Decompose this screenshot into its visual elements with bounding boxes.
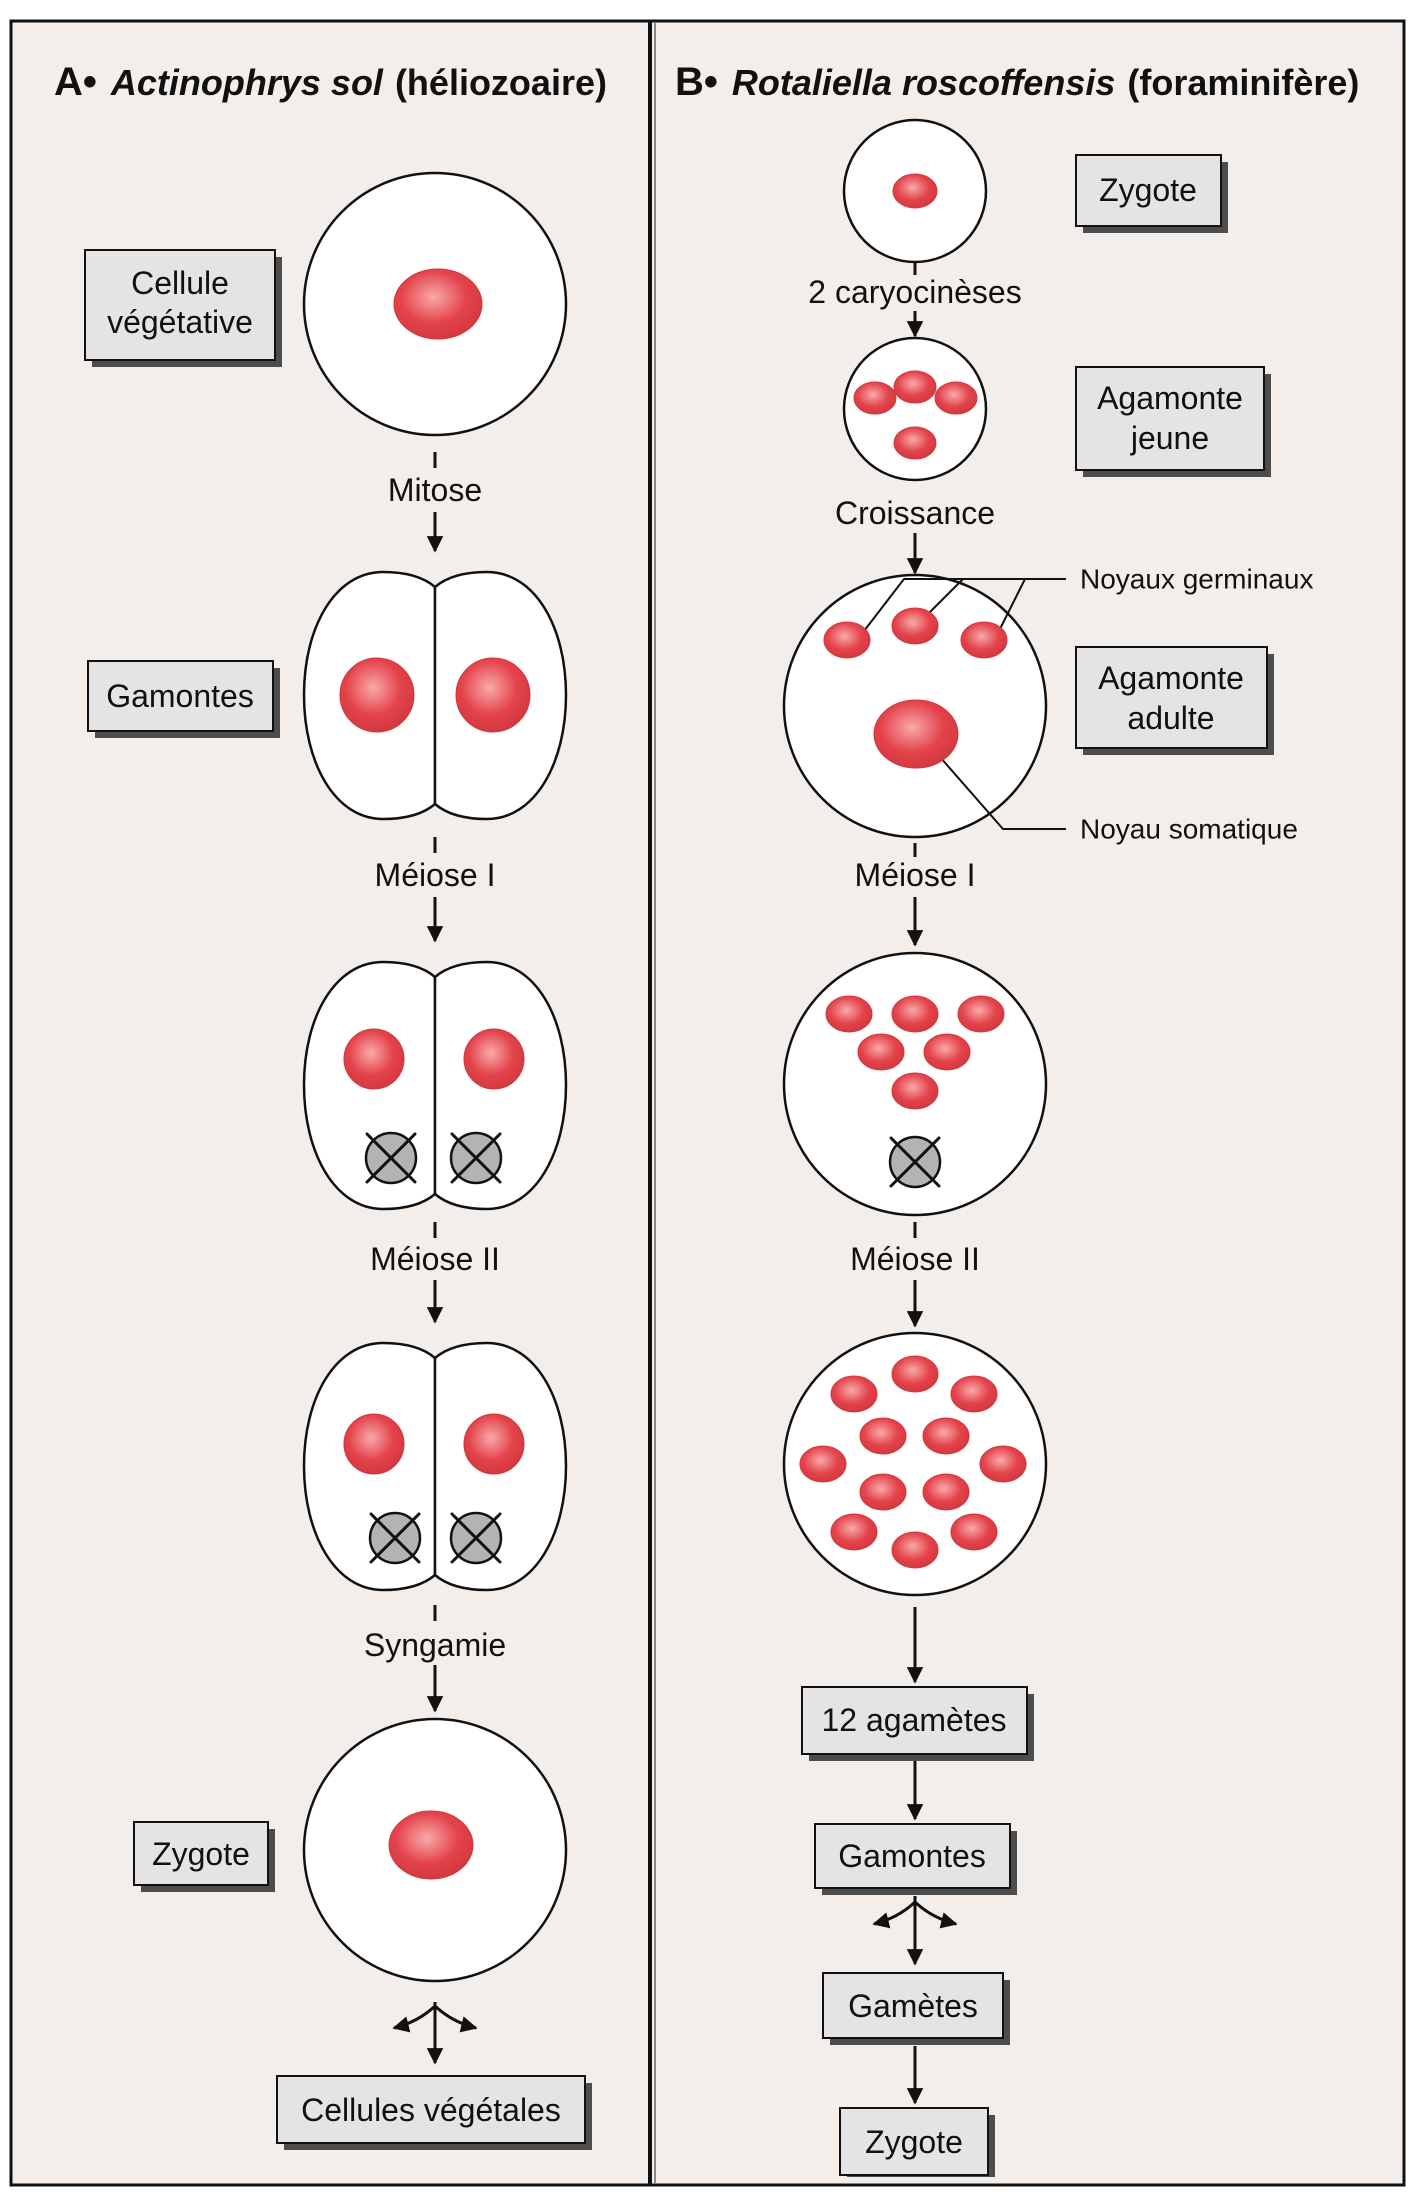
nucleus xyxy=(857,1033,905,1071)
degenerating-nucleus xyxy=(888,1135,942,1189)
nucleus xyxy=(830,1513,878,1551)
label-box-vegetative-cell xyxy=(84,249,276,361)
step-karyokineses: 2 caryocinèses xyxy=(808,274,1021,310)
label-box-zygote xyxy=(133,1821,269,1886)
step-meiosis-1: Méiose I xyxy=(855,857,976,893)
label-adult-agamont-line2: adulte xyxy=(1127,700,1214,736)
arrow-branch-right xyxy=(913,1900,958,1929)
panel-a-species: Actinophrys sol xyxy=(110,62,384,103)
nucleus xyxy=(891,1355,939,1393)
nucleus xyxy=(891,1072,939,1110)
panel-b-title: B• Rotaliella roscoffensis (foraminifère) xyxy=(675,60,1359,104)
annotation-somatic-nucleus: Noyau somatique xyxy=(1080,814,1298,845)
degenerating-nucleus xyxy=(449,1511,503,1565)
nucleus xyxy=(343,1413,405,1475)
nucleus xyxy=(893,370,937,404)
label-final-zygote: Zygote xyxy=(865,2124,963,2160)
nucleus xyxy=(979,1445,1027,1483)
branching-arrow xyxy=(392,2002,478,2065)
panel-a-title: A• Actinophrys sol (héliozoaire) xyxy=(54,60,607,104)
panel-b: B•Rotaliella roscoffensis(foraminifère) … xyxy=(675,60,1359,2177)
nucleus xyxy=(825,995,873,1033)
label-box-gametes xyxy=(822,1972,1004,2039)
nucleus xyxy=(950,1513,998,1551)
step-meiosis-1: Méiose I xyxy=(375,857,496,893)
nucleus xyxy=(891,995,939,1033)
leader-line-somatic-nucleus xyxy=(939,756,1066,830)
label-box-adult-agamont xyxy=(1075,646,1268,749)
panel-a-group: (héliozoaire) xyxy=(395,62,607,103)
nucleus xyxy=(799,1445,847,1483)
label-vegetative-cell-line2: végétative xyxy=(107,304,253,340)
branching-arrow xyxy=(872,1896,958,1966)
step-syngamy: Syngamie xyxy=(364,1627,506,1663)
label-zygote: Zygote xyxy=(152,1836,250,1872)
label-vegetative-cells: Cellules végétales xyxy=(301,2092,561,2128)
step-meiosis-2: Méiose II xyxy=(850,1241,980,1277)
nucleus xyxy=(853,381,897,415)
step-growth: Croissance xyxy=(835,495,995,531)
nucleus xyxy=(388,1810,474,1880)
label-box-vegetative-cells xyxy=(276,2075,586,2144)
label-box-final-zygote xyxy=(839,2107,989,2176)
panel-b-species: Rotaliella roscoffensis xyxy=(732,62,1115,103)
arrow-branch-left xyxy=(392,2004,437,2033)
label-gamonts: Gamontes xyxy=(838,1838,986,1874)
germinal-nucleus xyxy=(960,621,1008,659)
step-mitosis: Mitose xyxy=(388,472,482,508)
label-agametes: 12 agamètes xyxy=(821,1702,1006,1738)
nucleus xyxy=(859,1417,907,1455)
degenerating-nucleus xyxy=(364,1131,418,1185)
label-adult-agamont-line1: Agamonte xyxy=(1098,660,1244,696)
nucleus xyxy=(893,426,937,460)
nucleus xyxy=(934,381,978,415)
nucleus xyxy=(892,173,938,209)
nucleus xyxy=(455,657,531,733)
label-young-agamont-line2: jeune xyxy=(1130,420,1209,456)
somatic-nucleus xyxy=(873,699,959,769)
nucleus xyxy=(922,1417,970,1455)
nucleus xyxy=(859,1473,907,1511)
label-gamonts: Gamontes xyxy=(106,678,254,714)
nucleus xyxy=(339,657,415,733)
arrow-branch-right xyxy=(433,2004,478,2033)
arrow-branch-left xyxy=(872,1900,917,1929)
leader-line-germinal-nuclei xyxy=(863,578,1066,636)
label-box-gamonts xyxy=(87,660,274,732)
label-box-young-agamont xyxy=(1075,366,1265,471)
label-young-agamont-line1: Agamonte xyxy=(1097,380,1243,416)
panel-b-group: (foraminifère) xyxy=(1127,62,1359,103)
nucleus xyxy=(891,1531,939,1569)
germinal-nucleus xyxy=(823,621,871,659)
degenerating-nucleus xyxy=(368,1511,422,1565)
nucleus xyxy=(393,268,483,340)
nucleus xyxy=(830,1375,878,1413)
label-box-gamonts xyxy=(814,1823,1011,1889)
annotation-germinal-nuclei: Noyaux germinaux xyxy=(1080,564,1313,595)
label-vegetative-cell-line1: Cellule xyxy=(131,265,229,301)
nucleus xyxy=(463,1413,525,1475)
label-zygote: Zygote xyxy=(1099,172,1197,208)
nucleus xyxy=(957,995,1005,1033)
step-meiosis-2: Méiose II xyxy=(370,1241,500,1277)
panel-b-letter: B• xyxy=(675,60,718,104)
nucleus xyxy=(463,1028,525,1090)
panel-a-letter: A• xyxy=(54,60,97,104)
label-box-agametes xyxy=(801,1686,1028,1755)
label-box-zygote xyxy=(1075,154,1222,227)
label-gametes: Gamètes xyxy=(848,1988,978,2024)
germinal-nucleus xyxy=(891,607,939,645)
nucleus xyxy=(922,1473,970,1511)
degenerating-nucleus xyxy=(449,1131,503,1185)
nucleus xyxy=(950,1375,998,1413)
nucleus xyxy=(343,1028,405,1090)
nucleus xyxy=(923,1033,971,1071)
panel-a: A• Actinophrys sol (héliozoaire) Cellule v… xyxy=(54,60,607,2150)
young-agamont-cell xyxy=(842,336,988,482)
